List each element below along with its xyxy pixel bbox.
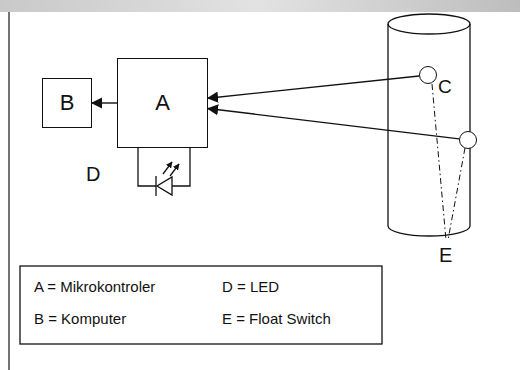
legend-frame — [20, 266, 382, 344]
part-letter: D — [86, 163, 100, 185]
legend-note: D = LED — [222, 279, 279, 296]
float-switch: C — [419, 66, 437, 84]
component-box: B — [42, 78, 92, 128]
float-switch — [459, 131, 477, 149]
legend-note: A = Mikrokontroler — [34, 279, 155, 296]
signal-arrow — [208, 76, 419, 98]
callout-letter: C — [438, 77, 452, 98]
leader-line — [432, 84, 465, 240]
signal-arrow — [92, 102, 117, 103]
component-box: A — [117, 58, 208, 148]
scan-strip — [0, 0, 520, 12]
frame-line — [8, 12, 10, 370]
legend-note: E = Float Switch — [222, 311, 331, 328]
signal-arrow — [208, 109, 459, 139]
tank-cylinder — [388, 14, 470, 236]
box-letter: A — [155, 91, 170, 115]
legend-note: B = Komputer — [34, 311, 126, 328]
part-letter: E — [439, 244, 452, 266]
led-symbol — [138, 148, 190, 196]
box-letter: B — [60, 91, 75, 115]
